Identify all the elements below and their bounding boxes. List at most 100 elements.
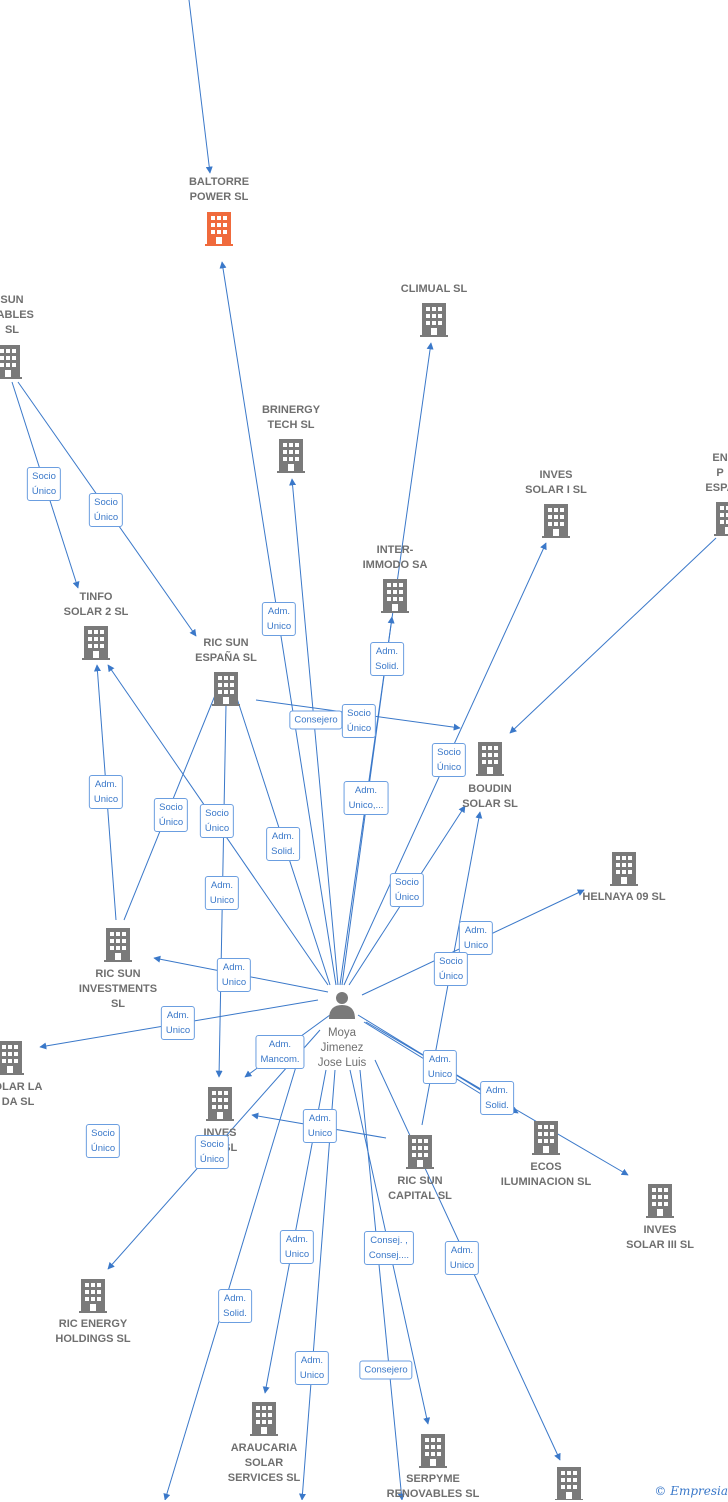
relation-label[interactable]: Adm.Solid. [218,1289,252,1323]
building-icon[interactable] [0,345,22,379]
company-label-line: POWER SL [189,191,249,203]
building-icon[interactable] [476,742,504,776]
person-label-line: Moya [327,1027,357,1039]
relation-edge [509,537,717,734]
company-label-helnaya[interactable]: HELNAYA 09 SL [582,890,665,905]
building-icon[interactable] [277,439,305,473]
relation-label-line: Consejero [294,714,338,726]
relation-label[interactable]: Consejero [359,1360,413,1380]
relation-label-line: Adm. [485,1085,509,1096]
company-label-line: P [716,467,724,479]
building-icon[interactable] [542,504,570,538]
building-icon[interactable] [555,1467,583,1500]
person-icon[interactable] [329,992,355,1019]
relation-label[interactable]: Adm.Solid. [266,827,300,861]
company-label-renovables-sun[interactable]: SUNVABLESSL [0,293,34,338]
building-icon[interactable] [212,672,240,706]
relation-label-line: Socio [437,747,461,758]
relation-label-line: Unico [463,940,489,951]
relation-label[interactable]: Adm.Unico [422,1050,458,1084]
company-label-inter-immodo[interactable]: INTER-IMMODO SA [363,543,428,573]
relation-label-line: Único [438,971,464,982]
relation-label[interactable]: Adm.Unico [458,921,494,955]
relation-label[interactable]: Adm.Unico [444,1241,480,1275]
relation-label[interactable]: Adm.Unico [279,1230,315,1264]
relation-label-line: Adm. [428,1054,452,1065]
building-icon[interactable] [79,1279,107,1313]
relation-edge [163,1059,299,1500]
building-icon[interactable] [714,502,728,536]
building-icon[interactable] [205,212,233,246]
relation-label-line: Mancom. [260,1054,300,1065]
relation-label-line: Consej.... [368,1250,410,1261]
company-label-en-espa[interactable]: ENPESPA [705,451,728,496]
building-icon[interactable] [104,928,132,962]
relation-label-line: Socio [395,877,419,888]
building-icon[interactable] [419,1434,447,1468]
relation-label[interactable]: Adm.Solid. [370,642,404,676]
relation-label[interactable]: Adm.Unico [294,1351,330,1385]
relation-label[interactable]: Adm.Unico,... [343,781,389,815]
relation-edge [289,478,339,986]
building-icon[interactable] [82,626,110,660]
relation-label-line: Unico [221,977,247,988]
relation-label[interactable]: Adm.Unico [204,876,240,910]
relation-label[interactable]: Consej. ,Consej.... [363,1231,415,1265]
company-label-climual[interactable]: CLIMUAL SL [401,282,467,297]
relation-label[interactable]: Adm.Solid. [480,1081,514,1115]
building-icon[interactable] [0,1041,24,1075]
company-label-line: ILUMINACION SL [500,1176,592,1188]
building-icon[interactable] [646,1184,674,1218]
building-icon[interactable] [381,579,409,613]
building-icon[interactable] [420,303,448,337]
relation-label-line: Adm. [210,880,234,891]
building-icon[interactable] [532,1121,560,1155]
relation-label-line: Unico [93,794,119,805]
building-icon[interactable] [206,1087,234,1121]
company-label-line: OLAR LA [0,1081,43,1093]
company-label-line: SOLAR 2 SL [63,606,129,618]
building-icon[interactable] [610,852,638,886]
relation-label-line: Solid. [375,661,399,672]
relation-label[interactable]: Adm.Unico [216,958,252,992]
relation-label[interactable]: Adm. Unico [88,775,124,809]
building-icon[interactable] [406,1135,434,1169]
relation-label[interactable]: Consejero [289,710,343,730]
relation-label-line: Socio [94,497,118,508]
relation-label-line: Unico,... [348,800,384,811]
relation-label-line: Único [436,762,462,773]
relation-label[interactable]: Adm.Unico [261,602,297,636]
relation-label[interactable]: Adm.Unico [160,1006,196,1040]
building-icon[interactable] [250,1402,278,1436]
relation-label-line: Adm. [94,779,118,790]
relation-label[interactable]: Adm.Mancom. [255,1035,305,1069]
relation-label-line: Adm. [223,1293,247,1304]
relation-label[interactable]: Adm.Unico [302,1109,338,1143]
company-label-line: BRINERGY [261,404,321,416]
